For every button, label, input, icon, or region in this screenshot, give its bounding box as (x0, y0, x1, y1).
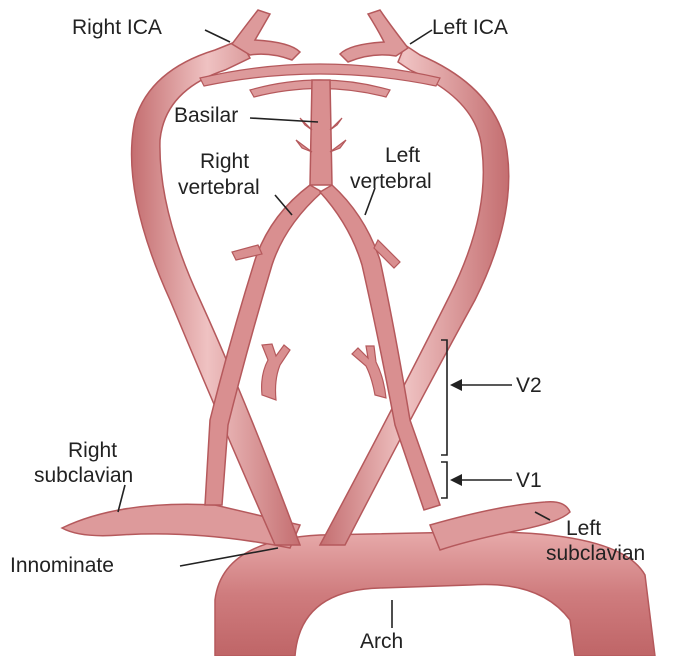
label-basilar: Basilar (174, 104, 238, 127)
label-left-ica: Left ICA (432, 16, 508, 39)
label-v1: V1 (516, 469, 542, 492)
vertebral-segment-brackets (441, 340, 447, 498)
label-right-subclavian-line2: subclavian (34, 464, 133, 487)
label-left-subclavian-line1: Left (566, 517, 601, 540)
label-right-subclavian-line1: Right (68, 439, 117, 462)
left-ica-branches (340, 10, 408, 62)
label-innominate: Innominate (10, 554, 114, 577)
label-right-ica: Right ICA (72, 16, 162, 39)
v2-arrow-icon (450, 379, 462, 391)
v1-arrow-icon (450, 474, 462, 486)
label-arch: Arch (360, 630, 403, 653)
label-right-vertebral-line1: Right (200, 150, 249, 173)
basilar-artery (310, 80, 332, 185)
label-v2: V2 (516, 374, 542, 397)
label-left-subclavian-line2: subclavian (546, 542, 645, 565)
label-right-vertebral-line2: vertebral (178, 176, 260, 199)
label-left-vertebral-line1: Left (385, 144, 420, 167)
label-left-vertebral-line2: vertebral (350, 170, 432, 193)
